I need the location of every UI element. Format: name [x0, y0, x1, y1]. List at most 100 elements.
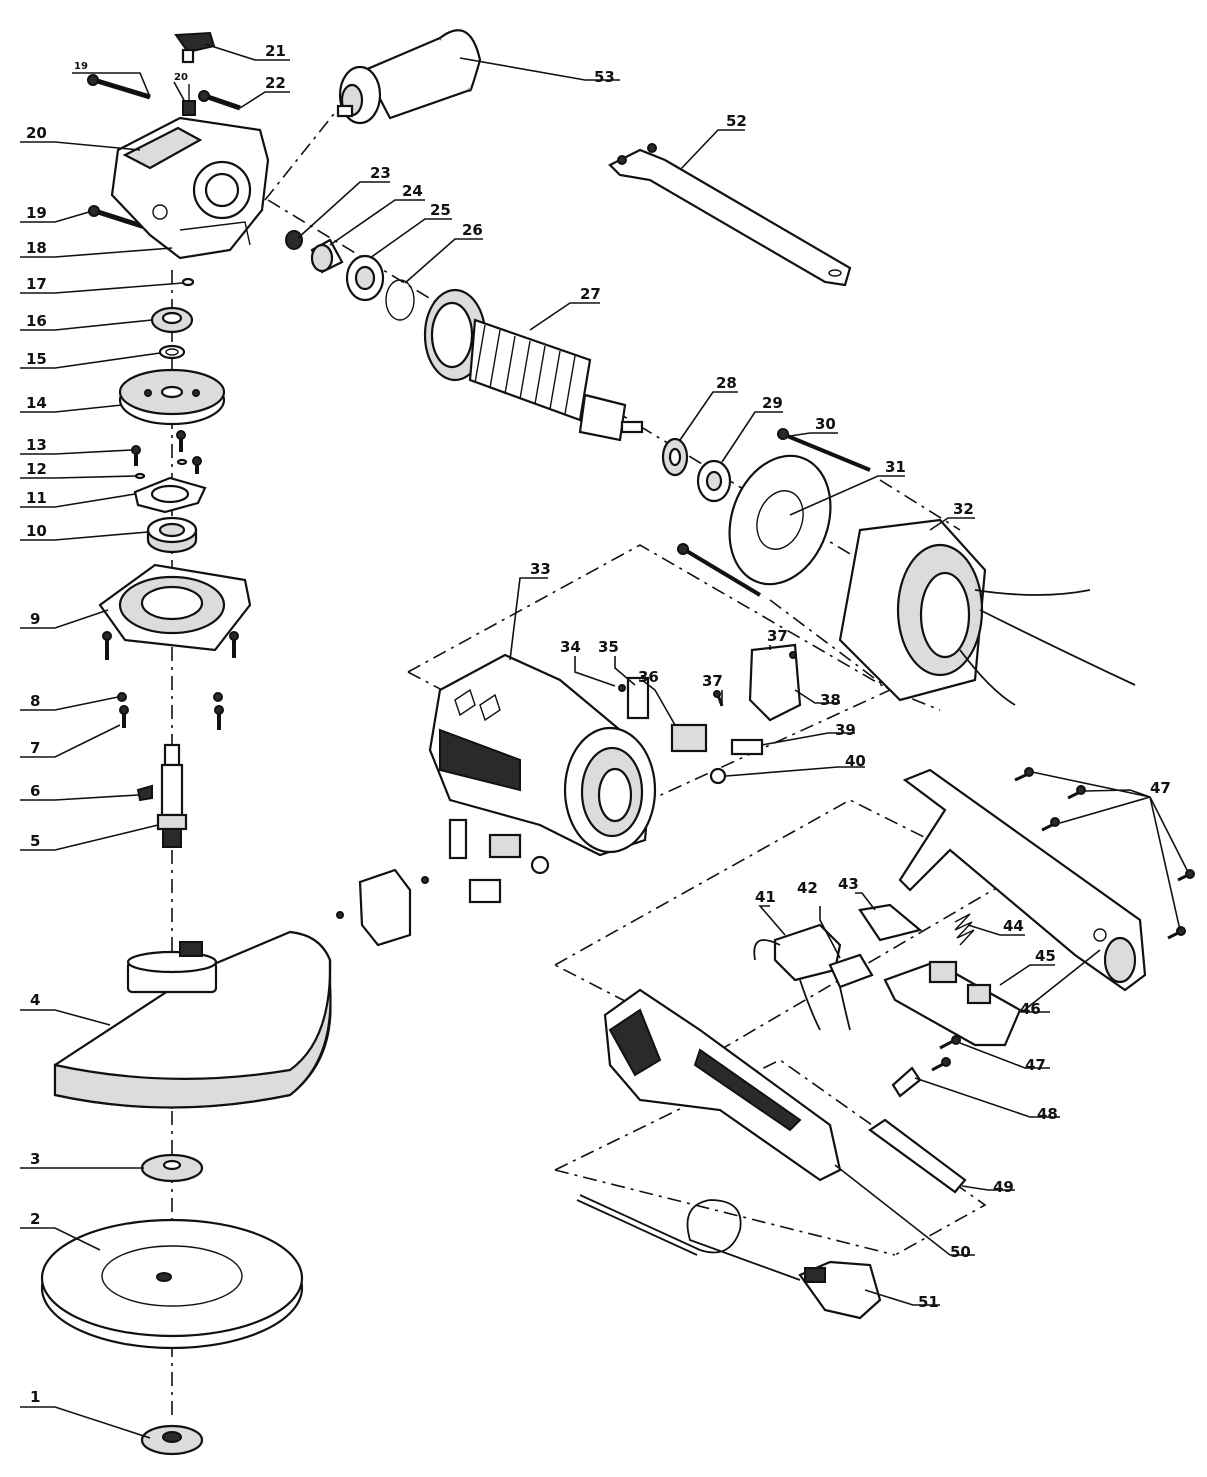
part-47-screws — [1014, 767, 1195, 940]
part-17-circlip — [181, 277, 195, 287]
callout-37-top: 37 — [767, 627, 788, 645]
callout-46: 46 — [1020, 1000, 1041, 1018]
callout-26: 26 — [462, 221, 483, 239]
part-19-screw-top — [87, 74, 151, 100]
callout-14: 14 — [26, 394, 47, 412]
part-37-screw — [713, 690, 724, 707]
part-27-armature — [423, 288, 644, 442]
part-33-motor-housing — [428, 653, 657, 857]
part-52-pin-spanner — [608, 143, 852, 287]
part-35-brush-holder — [618, 676, 650, 720]
part-8-7-screws — [117, 692, 224, 730]
part-23-nut — [285, 230, 303, 250]
callout-24: 24 — [402, 182, 423, 200]
part-41-switch — [753, 923, 842, 1031]
part-53-side-handle — [336, 29, 482, 125]
callout-labels: 1 2 3 4 5 6 7 8 9 10 11 12 13 14 15 16 1… — [26, 42, 1171, 1406]
part-3-inner-flange — [140, 1153, 204, 1183]
callout-31: 31 — [885, 458, 906, 476]
callout-33: 33 — [530, 560, 551, 578]
part-40-brush-spring — [709, 767, 727, 785]
part-43-switch-lever — [858, 903, 923, 942]
part-39-carbon-brush — [730, 738, 764, 756]
callout-20: 20 — [26, 124, 47, 142]
part-12-washers — [134, 458, 188, 480]
callout-9: 9 — [30, 610, 40, 628]
callout-51: 51 — [918, 1293, 939, 1311]
part-11-bearing-plate — [133, 476, 207, 514]
callout-3: 3 — [30, 1150, 40, 1168]
part-29-bushing — [696, 459, 732, 503]
callout-15: 15 — [26, 350, 47, 368]
part-44-spring — [954, 913, 975, 946]
part-4-wheel-guard — [53, 930, 332, 1109]
part-15-retaining-ring — [158, 344, 186, 360]
callout-43: 43 — [838, 875, 859, 893]
callout-32: 32 — [953, 500, 974, 518]
part-46-handle-cover — [898, 768, 1147, 992]
callout-4: 4 — [30, 991, 40, 1009]
callout-10: 10 — [26, 522, 47, 540]
callout-20-small: 20 — [174, 72, 188, 83]
callout-53: 53 — [594, 68, 615, 86]
part-31-air-baffle — [728, 454, 832, 586]
part-14-gear — [118, 368, 226, 426]
callout-22: 22 — [265, 74, 286, 92]
callout-1: 1 — [30, 1388, 40, 1406]
part-38-brush-cover — [748, 643, 802, 722]
part-22-screw — [198, 90, 241, 111]
callout-45: 45 — [1035, 947, 1056, 965]
part-20-spring — [182, 84, 196, 116]
callout-49: 49 — [993, 1178, 1014, 1196]
callout-19-top: 19 — [74, 61, 88, 72]
part-10-bearing — [146, 516, 198, 554]
part-30-long-screws — [677, 428, 871, 597]
callout-34: 34 — [560, 638, 581, 656]
callout-12: 12 — [26, 460, 47, 478]
callout-47-group: 47 — [1150, 779, 1171, 797]
callout-41: 41 — [755, 888, 776, 906]
callout-35: 35 — [598, 638, 619, 656]
part-24-pinion — [310, 238, 344, 274]
part-48-cord-clamp — [891, 1035, 961, 1098]
callout-38: 38 — [820, 691, 841, 709]
part-5-spindle — [156, 743, 188, 848]
leader-lines — [20, 43, 1189, 1439]
callout-39: 39 — [835, 721, 856, 739]
callout-44: 44 — [1003, 917, 1024, 935]
part-1-outer-nut — [140, 1424, 204, 1456]
callout-37: 37 — [702, 672, 723, 690]
part-6-key — [136, 784, 153, 802]
part-21-spindle-lock-button — [174, 31, 216, 64]
callout-6: 6 — [30, 782, 40, 800]
callout-18: 18 — [26, 239, 47, 257]
part-13-screws — [131, 430, 202, 474]
callout-23: 23 — [370, 164, 391, 182]
callout-21: 21 — [265, 42, 286, 60]
callout-48: 48 — [1037, 1105, 1058, 1123]
callout-40: 40 — [845, 752, 866, 770]
callout-7: 7 — [30, 739, 40, 757]
part-36-brush — [670, 723, 708, 753]
part-25-bearing — [345, 254, 385, 302]
callout-16: 16 — [26, 312, 47, 330]
callout-17: 17 — [26, 275, 47, 293]
part-45-switch-trigger — [883, 960, 1022, 1047]
part-20-gear-housing — [110, 116, 270, 260]
callout-8: 8 — [30, 692, 40, 710]
brush-assembly-left — [336, 818, 550, 947]
part-16-bearing — [150, 306, 194, 334]
callout-27: 27 — [580, 285, 601, 303]
callout-11: 11 — [26, 489, 47, 507]
callout-25: 25 — [430, 201, 451, 219]
part-49-cord-protector — [868, 1118, 967, 1194]
callout-2: 2 — [30, 1210, 40, 1228]
callout-50: 50 — [950, 1243, 971, 1261]
callout-42: 42 — [797, 879, 818, 897]
callout-47: 47 — [1025, 1056, 1046, 1074]
part-26-retaining-ring — [385, 279, 415, 321]
callout-28: 28 — [716, 374, 737, 392]
part-42-capacitor — [828, 953, 874, 1031]
callout-5: 5 — [30, 832, 40, 850]
